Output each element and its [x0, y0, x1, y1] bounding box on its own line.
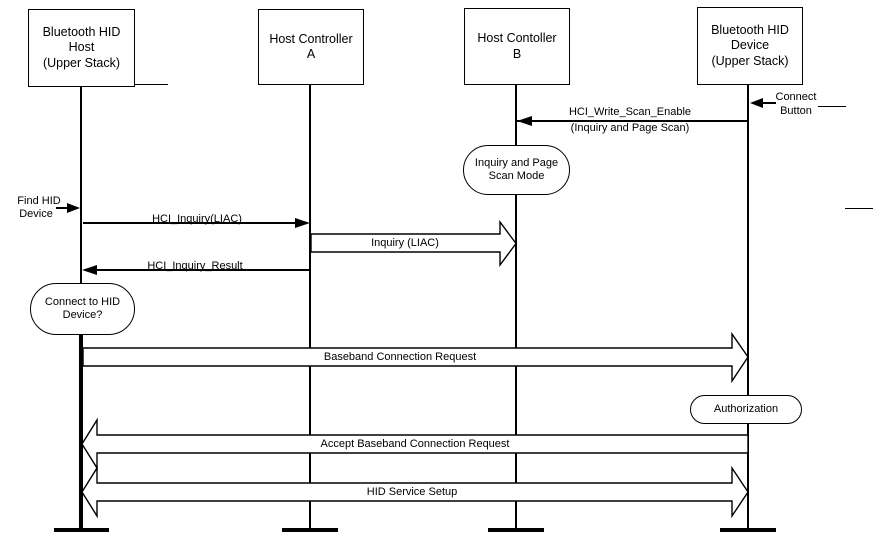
- lifeline-hid-device: [746, 83, 750, 530]
- actor-label-line: Bluetooth HID: [711, 22, 789, 37]
- accept-baseband-label: Accept Baseband Connection Request: [320, 437, 510, 450]
- actor-box-hid-host: Bluetooth HID Host (Upper Stack): [28, 9, 135, 87]
- lifeline-host-controller-a: [308, 78, 312, 530]
- state-authorization: Authorization: [690, 395, 802, 424]
- arrowhead-hci-inquiry-icon: [295, 217, 310, 228]
- write-scan-enable-line: [517, 120, 748, 122]
- actor-label-line: A: [306, 47, 316, 61]
- actor-label-line: Host Contoller: [477, 31, 557, 45]
- find-hid-label-line2: Device: [19, 208, 53, 220]
- hid-service-setup-label: HID Service Setup: [366, 485, 458, 498]
- arrowhead-hci-inquiry-result-icon: [82, 264, 97, 275]
- state-label-line: Scan Mode: [488, 170, 545, 182]
- arrowhead-find-hid-icon: [67, 203, 80, 213]
- write-scan-enable-label-line2: (Inquiry and Page Scan): [570, 122, 690, 134]
- terminator-host-controller-a: [282, 528, 338, 532]
- right-margin-line: [845, 207, 873, 209]
- terminator-hid-host: [54, 528, 109, 532]
- state-inquiry-page-scan-mode: Inquiry and Page Scan Mode: [463, 145, 570, 195]
- find-hid-line: [56, 207, 68, 209]
- state-label-line: Authorization: [713, 402, 779, 415]
- lifeline-host-controller-b: [514, 83, 518, 530]
- actor-box-host-controller-b: Host Contoller B: [464, 8, 570, 85]
- arrowhead-connect-button-icon: [750, 98, 763, 108]
- state-label-line: Inquiry and Page: [474, 156, 559, 169]
- hci-inquiry-result-label: HCI_Inquiry_Result: [147, 260, 243, 272]
- arrowhead-write-scan-enable-icon: [517, 115, 532, 126]
- state-label-line: Connect to HID: [44, 295, 121, 308]
- connect-button-label-line2: Button: [780, 105, 812, 117]
- hci-inquiry-result-line: [90, 269, 310, 271]
- actor-label-line: B: [512, 46, 522, 61]
- hci-inquiry-line: [83, 222, 297, 224]
- block-arrow-accept-baseband-connection-request: [81, 417, 749, 471]
- actor-label-line: Host: [68, 40, 95, 55]
- inquiry-liac-label: Inquiry (LIAC): [371, 236, 439, 249]
- actor-label-line: Bluetooth HID: [42, 24, 121, 39]
- lifeline-hid-host-upper: [80, 85, 82, 287]
- block-arrow-baseband-connection-request: [82, 331, 749, 384]
- write-scan-enable-label-line1: HCI_Write_Scan_Enable: [568, 106, 692, 118]
- actor-box-host-controller-a: Host Controller A: [258, 9, 364, 85]
- host-box-extension-line: [133, 83, 168, 85]
- actor-label-line: Device: [730, 38, 770, 53]
- connect-button-line: [762, 102, 776, 104]
- actor-label-line: Host Controller: [269, 31, 353, 46]
- connect-button-right-line: [818, 106, 846, 108]
- lifeline-hid-host-lower: [79, 330, 83, 530]
- block-arrow-hid-service-setup: [81, 465, 749, 519]
- block-arrow-inquiry-liac: [310, 219, 517, 268]
- terminator-host-controller-b: [488, 528, 544, 532]
- actor-box-hid-device: Bluetooth HID Device (Upper Stack): [697, 7, 803, 85]
- terminator-hid-device: [720, 528, 776, 532]
- baseband-request-label: Baseband Connection Request: [323, 350, 477, 363]
- state-connect-to-hid-device: Connect to HID Device?: [30, 283, 135, 335]
- actor-label-line: (Upper Stack): [42, 55, 121, 70]
- state-label-line: Device?: [62, 309, 103, 321]
- actor-label-line: (Upper Stack): [711, 53, 789, 68]
- connect-button-label-line1: Connect: [775, 91, 817, 103]
- find-hid-label-line1: Find HID: [17, 195, 61, 207]
- hci-inquiry-label: HCI_Inquiry(LIAC): [152, 213, 242, 225]
